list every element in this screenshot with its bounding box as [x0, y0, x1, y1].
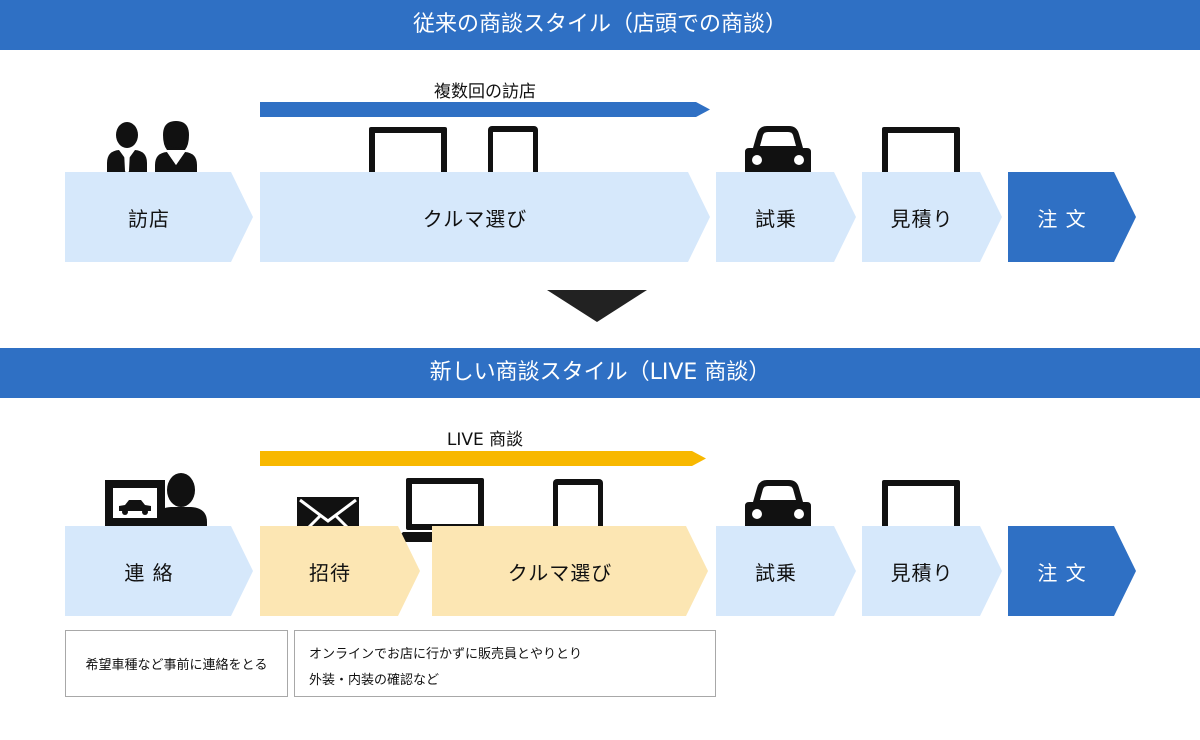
step-test-drive-live: 試乗 — [716, 526, 856, 616]
step-choose-car: クルマ選び — [260, 172, 710, 262]
step-choose-car-live: クルマ選び — [432, 526, 708, 616]
range-label-multiple-visits: 複数回の訪店 — [434, 82, 536, 102]
step-order: 注 文 — [1008, 172, 1136, 262]
note-live-line-1: オンラインでお店に行かずに販売員とやりとり — [309, 647, 583, 662]
note-live-line-2: 外装・内装の確認など — [309, 673, 440, 688]
step-test-drive: 試乗 — [716, 172, 856, 262]
step-visit-store: 訪店 — [65, 172, 253, 262]
section-banner-live: 新しい商談スタイル（LIVE 商談） — [0, 348, 1200, 398]
note-contact: 希望車種など事前に連絡をとる — [65, 630, 288, 697]
note-live-session: オンラインでお店に行かずに販売員とやりとり 外装・内装の確認など — [294, 630, 716, 697]
step-estimate: 見積り — [862, 172, 1002, 262]
laptop-icon — [393, 478, 497, 542]
transition-arrow — [547, 290, 647, 322]
range-label-live: LIVE 商談 — [446, 430, 524, 450]
range-bar-live — [260, 451, 706, 466]
range-bar-multiple-visits — [260, 102, 710, 117]
note-contact-line-1: 希望車種など事前に連絡をとる — [85, 658, 268, 673]
step-invite: 招待 — [260, 526, 420, 616]
step-order-live: 注 文 — [1008, 526, 1136, 616]
step-estimate-live: 見積り — [862, 526, 1002, 616]
step-contact: 連 絡 — [65, 526, 253, 616]
section-banner-traditional: 従来の商談スタイル（店頭での商談） — [0, 0, 1200, 50]
